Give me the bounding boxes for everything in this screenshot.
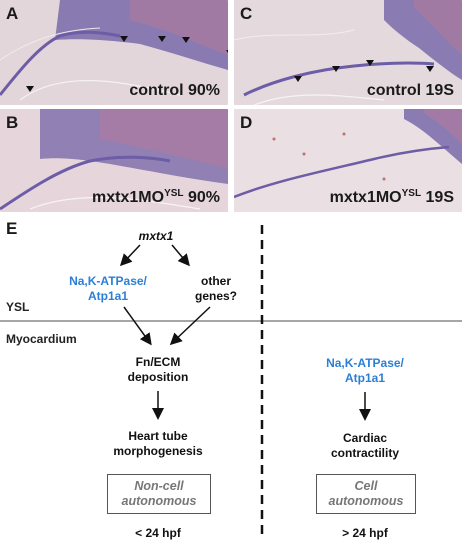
panel-letter: B [6, 113, 19, 132]
arrow-mxtx1-to-other [171, 244, 190, 267]
panel-caption: control 19S [367, 82, 454, 100]
other-line1: other [201, 274, 231, 288]
arrowhead-marker [332, 66, 340, 72]
panel-letter: A [6, 4, 19, 23]
arrowhead-marker [366, 60, 374, 66]
myocardium-label: Myocardium [6, 332, 77, 346]
panel-c-image [234, 0, 462, 105]
caption-text: mxtx1MO [92, 189, 165, 206]
cardiac-contractility-label: Cardiac contractility [315, 431, 415, 461]
cardiac-line1: Cardiac [342, 431, 388, 445]
caption-tail: 19S [421, 189, 454, 206]
heart-line1: Heart tube [128, 429, 188, 443]
arrowhead-marker [294, 76, 302, 82]
panel-b: B mxtx1MOYSL 90% [0, 109, 228, 212]
panel-caption: mxtx1MOYSL 90% [92, 188, 220, 207]
arrowhead-marker [226, 50, 228, 53]
heart-line2: morphogenesis [113, 444, 203, 458]
atpase2-line2: Atp1a1 [344, 371, 385, 385]
cell-line1: Cell [354, 479, 378, 493]
before-24hpf-label: < 24 hpf [135, 526, 181, 540]
arrowhead-marker [426, 66, 434, 72]
non-cell-autonomous-box: Non-cell autonomous [107, 474, 211, 514]
panel-letter: D [240, 113, 253, 132]
arrowhead-marker [26, 86, 34, 92]
panel-letter: E [6, 219, 18, 238]
arrowhead-marker [120, 36, 128, 42]
caption-superscript: YSL [401, 188, 422, 199]
atpase-line2: Atp1a1 [87, 289, 128, 303]
noncell-line1: Non-cell [134, 479, 184, 493]
atpase-line1: Na,K-ATPase/ [69, 274, 147, 288]
atpase-right-label: Na,K-ATPase/ Atp1a1 [305, 356, 425, 386]
arrow-other-to-fn [169, 306, 211, 346]
panel-d-image [234, 109, 462, 212]
caption-superscript: YSL [164, 188, 184, 199]
heart-tube-label: Heart tube morphogenesis [100, 429, 216, 459]
noncell-line2: autonomous [121, 494, 197, 508]
atpase-label: Na,K-ATPase/ Atp1a1 [48, 274, 168, 304]
cardiac-line2: contractility [330, 446, 399, 460]
arrow-mxtx1-to-atpase [119, 244, 141, 267]
panel-d: D mxtx1MOYSL 19S [234, 109, 462, 212]
diagram-e: E mxtx1 Na,K-ATPase/ Atp1a1 other genes?… [0, 215, 462, 550]
fn-line2: deposition [127, 370, 189, 384]
caption-text: control 19S [366, 82, 454, 99]
other-line2: genes? [194, 289, 237, 303]
caption-text: control 90% [129, 82, 220, 99]
arrowhead-marker [182, 37, 190, 43]
panel-a: A control 90% [0, 0, 228, 105]
arrowhead-marker [158, 36, 166, 42]
other-genes-label: other genes? [186, 274, 246, 304]
diagram-arrows [0, 225, 462, 540]
caption-text: mxtx1MO [329, 189, 402, 206]
fn-ecm-label: Fn/ECM deposition [110, 355, 206, 385]
arrow-atpase-to-fn [123, 306, 152, 346]
panel-b-image [0, 109, 228, 212]
cell-autonomous-box: Cell autonomous [316, 474, 416, 514]
panel-caption: control 90% [129, 82, 220, 100]
panel-letter: C [240, 4, 253, 23]
after-24hpf-label: > 24 hpf [342, 526, 388, 540]
panel-a-image [0, 0, 228, 105]
gene-label: mxtx1 [138, 229, 174, 243]
caption-tail: 90% [183, 189, 220, 206]
atpase2-line1: Na,K-ATPase/ [326, 356, 404, 370]
panel-caption: mxtx1MOYSL 19S [330, 188, 454, 207]
panel-c: C control 19S [234, 0, 462, 105]
fn-line1: Fn/ECM [135, 355, 181, 369]
ysl-label: YSL [6, 300, 30, 314]
cell-line2: autonomous [328, 494, 404, 508]
